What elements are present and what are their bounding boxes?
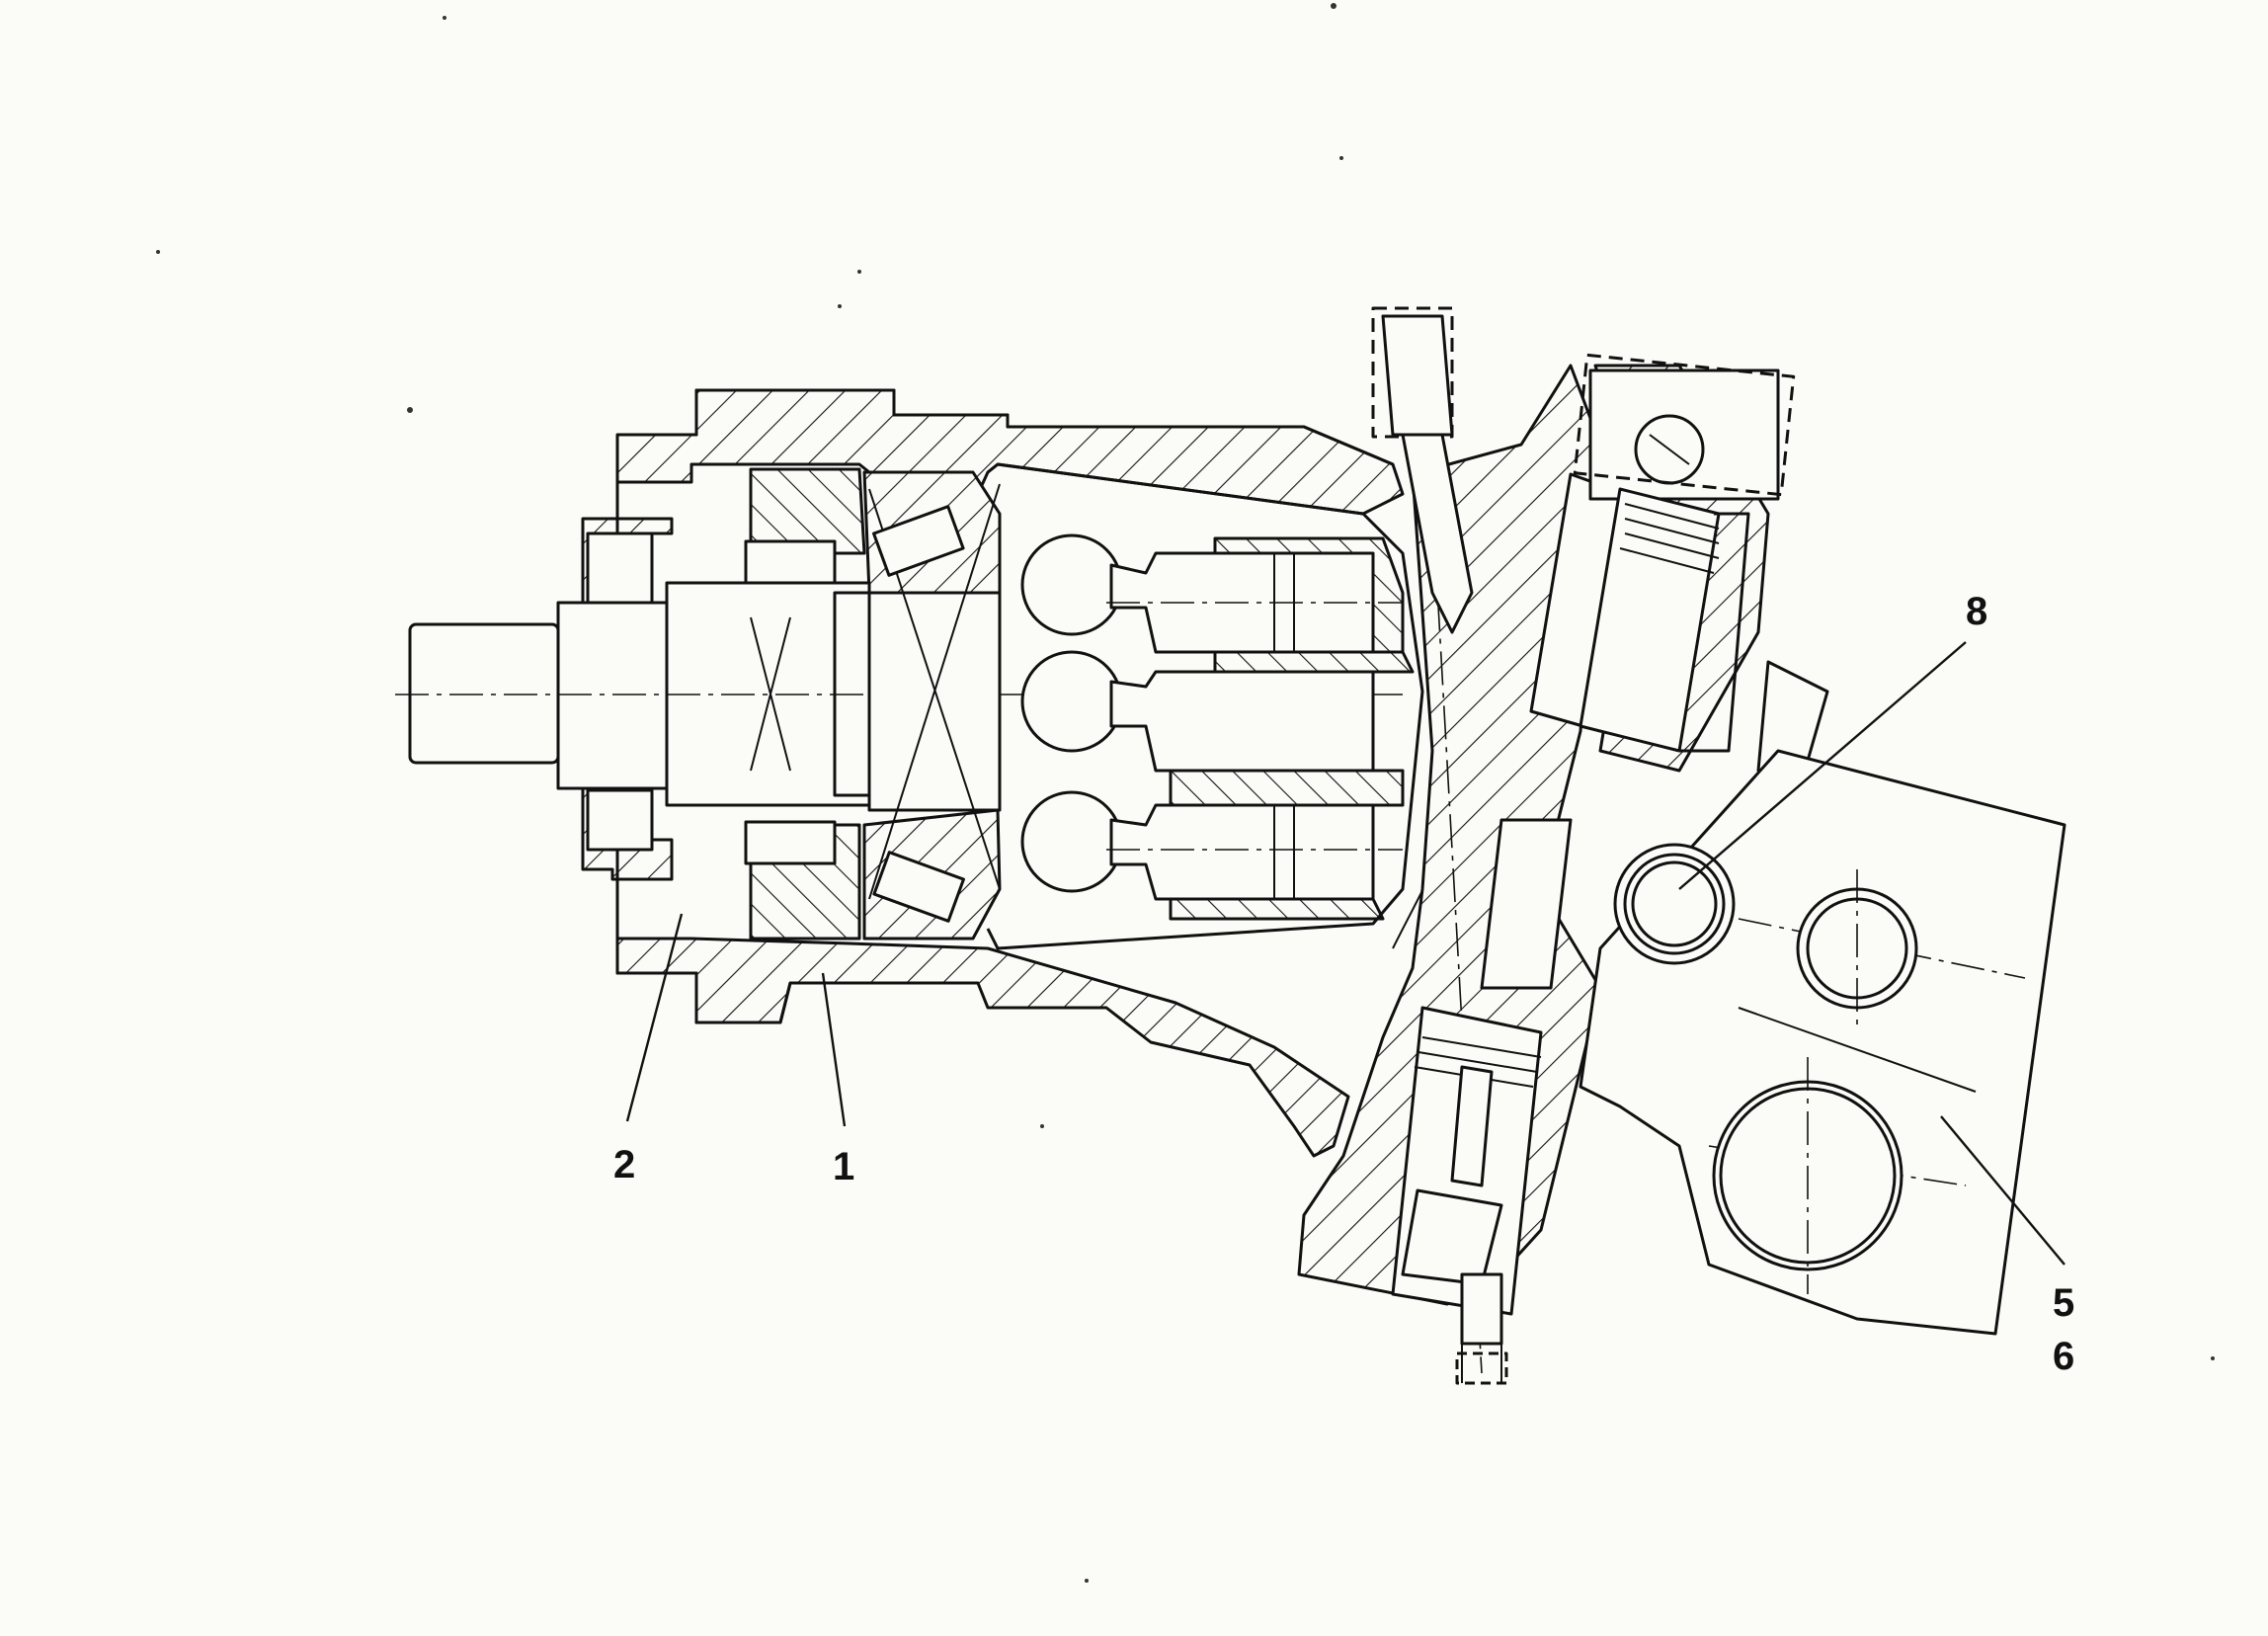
callout-leaders: [625, 641, 2066, 1266]
output-shaft: [395, 532, 1403, 865]
bearing-roller-upper: [744, 539, 837, 585]
leader-2: [625, 913, 684, 1122]
cylinder-housing-outline: [986, 462, 1424, 950]
piston-ball-middle: [1020, 650, 1123, 753]
tapered-roller-upper: [872, 505, 965, 577]
piston-ball-upper: [1020, 533, 1123, 636]
drive-flange-face: [867, 591, 1002, 812]
paper-specks: [156, 3, 2215, 1583]
housing-lower-wall: [615, 937, 1350, 1158]
tapered-roller-lower: [872, 851, 965, 923]
callout-6: 6: [2053, 1335, 2074, 1378]
bearing-carrier-upper: [749, 467, 866, 555]
valve-stem-top: [1381, 314, 1454, 437]
piston-rod-middle: [1109, 670, 1375, 773]
cylinder-block-middle: [1213, 650, 1415, 674]
piston-ball-lower: [1020, 790, 1123, 893]
lower-stem-bolt: [1460, 1272, 1503, 1346]
bearing-roller-lower: [744, 820, 837, 865]
piston-cylinder-assembly: [986, 462, 1471, 950]
valve-stem-body: [1401, 433, 1474, 634]
callout-labels: 1 2 5 6 8: [613, 590, 2074, 1378]
leader-8: [1678, 641, 1967, 890]
upper-valve-stem: [1371, 306, 1474, 634]
callout-8: 8: [1966, 590, 1987, 633]
shaft-stub: [408, 622, 560, 765]
callout-1: 1: [833, 1145, 854, 1188]
housing-outline: [615, 388, 1394, 1024]
shaft-collar: [556, 601, 669, 790]
lower-valve-cartridge: [1391, 1006, 1543, 1385]
piston-rod-lower: [1109, 803, 1375, 901]
leader-1: [821, 972, 847, 1127]
cylinder-block-bottom: [1169, 897, 1385, 921]
check-valve-ring: [1613, 843, 1736, 965]
cylinder-block-lower: [1169, 769, 1405, 807]
leader-5: [1940, 1115, 2066, 1266]
callout-2: 2: [613, 1143, 635, 1186]
port-block-bore: [1480, 818, 1573, 990]
relief-valve-housing: [1573, 353, 1796, 773]
drive-flange: [867, 483, 1002, 923]
housing-upper-wall: [615, 388, 1405, 516]
callout-5: 5: [2053, 1281, 2074, 1325]
